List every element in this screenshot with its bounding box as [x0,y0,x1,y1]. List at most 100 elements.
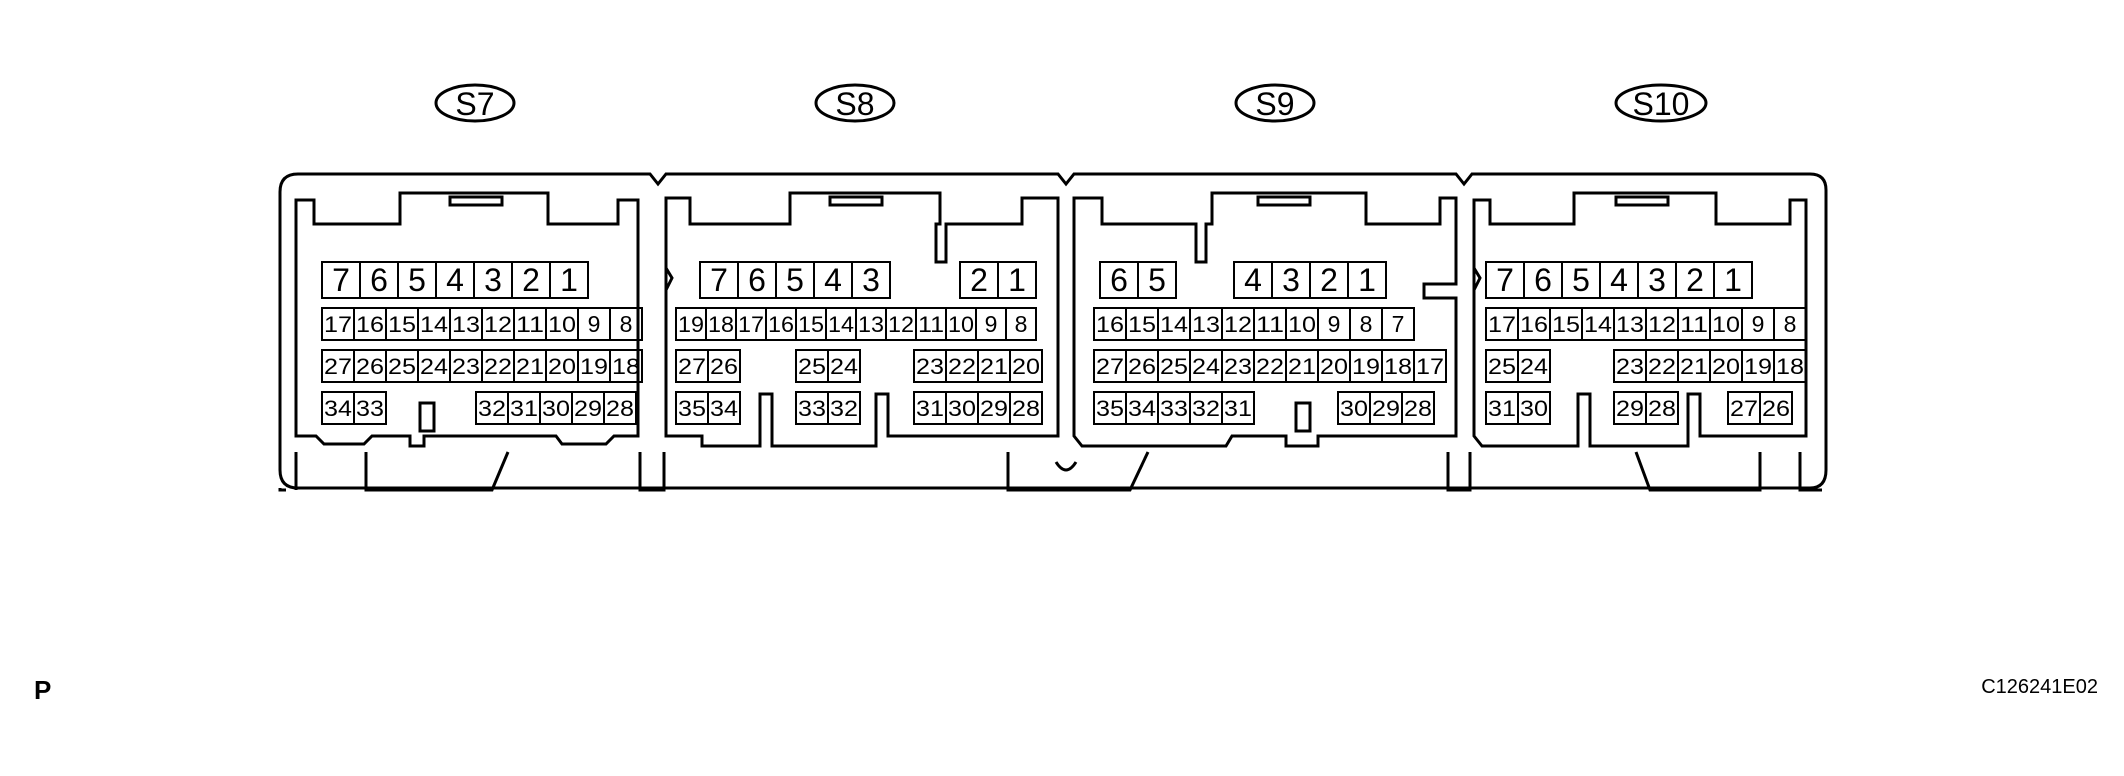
pin-cell [353,391,387,425]
pin-cell [1401,391,1435,425]
pin-number: 3 [862,262,880,298]
pin-number: 18 [708,312,734,337]
pin-number: 23 [916,354,944,379]
pin-number: 18 [1776,354,1804,379]
pin-number: 1 [1008,262,1026,298]
pin-number: 30 [542,396,570,421]
pin-number: 2 [970,262,988,298]
pin-number: 30 [1340,396,1368,421]
connector-block-s9 [1072,191,1458,448]
pin-number: 22 [1648,354,1676,379]
pin-number: 10 [1712,312,1740,337]
pin-number: 5 [1148,262,1166,298]
connector-label-s9: S9 [1234,83,1316,123]
pin-number: 25 [388,354,416,379]
pin-cell [1517,391,1551,425]
pin-cell [549,261,589,299]
pin-number: 23 [1616,354,1644,379]
pin-number: 24 [1520,354,1548,379]
pin-number: 27 [1730,396,1758,421]
pin-number: 21 [980,354,1008,379]
pin-number: 32 [1192,396,1220,421]
pin-number: 10 [948,312,974,337]
pin-number: 9 [985,311,998,337]
pin-cell [1221,391,1255,425]
pin-number: 7 [710,262,728,298]
pin-number: 34 [324,396,352,421]
connector-housing [278,172,1828,492]
pin-number: 18 [612,354,640,379]
pin-cell [997,261,1037,299]
pin-number: 11 [1680,312,1708,337]
pin-cell [1137,261,1177,299]
pin-number: 22 [1256,354,1284,379]
pin-number: 11 [918,312,944,337]
pin-number: 3 [1282,262,1300,298]
pin-cell [1773,307,1807,341]
pin-number: 24 [420,354,448,379]
pin-cell [1517,349,1551,383]
pin-number: 31 [1224,396,1252,421]
pin-number: 28 [1404,396,1432,421]
pin-number: 12 [888,312,914,337]
pin-cell [609,349,643,383]
pin-number: 30 [948,396,976,421]
pin-number: 25 [798,354,826,379]
pin-number: 26 [710,354,738,379]
pin-number: 13 [1616,312,1644,337]
pin-number: 21 [516,354,544,379]
pin-cell [707,391,741,425]
pin-number: 27 [1096,354,1124,379]
connector-block-s10 [1472,191,1808,448]
pin-number: 2 [1686,262,1704,298]
pin-number: 20 [548,354,576,379]
pin-number: 17 [1488,312,1516,337]
figure-code: C126241E02 [1981,676,2098,698]
pin-number: 29 [574,396,602,421]
pin-number: 4 [1244,262,1262,298]
pin-number: 13 [452,312,480,337]
pin-number: 16 [768,312,794,337]
pin-number: 17 [324,312,352,337]
pin-number: 28 [1012,396,1040,421]
pin-number: 21 [1288,354,1316,379]
pin-number: 7 [1496,262,1514,298]
corner-letter: P [34,675,51,705]
pin-cell [1009,349,1043,383]
connector-label-s7: S7 [434,83,516,123]
pin-number: 5 [1572,262,1590,298]
pin-number: 7 [1392,311,1405,337]
pin-number: 12 [1224,312,1252,337]
pin-number: 28 [606,396,634,421]
pin-number: 1 [1358,262,1376,298]
pin-number: 20 [1320,354,1348,379]
pin-number: 23 [1224,354,1252,379]
pin-number: 8 [1360,311,1373,337]
pin-number: 23 [452,354,480,379]
pin-number: 34 [710,396,738,421]
pin-number: 6 [1110,262,1128,298]
pin-number: 14 [1584,312,1612,337]
pin-cell [827,391,861,425]
svg-text:S10: S10 [1633,86,1690,122]
pin-cell [1009,391,1043,425]
pin-number: 26 [1762,396,1790,421]
pin-number: 6 [370,262,388,298]
pin-cell [1773,349,1807,383]
pin-number: 22 [948,354,976,379]
pin-number: 14 [420,312,448,337]
pin-number: 31 [1488,396,1516,421]
pin-number: 27 [324,354,352,379]
pin-number: 19 [1744,354,1772,379]
pin-number: 16 [1520,312,1548,337]
pin-number: 13 [1192,312,1220,337]
pin-cell [827,349,861,383]
pin-cell [603,391,637,425]
pin-number: 27 [678,354,706,379]
pin-number: 5 [408,262,426,298]
pin-number: 6 [1534,262,1552,298]
